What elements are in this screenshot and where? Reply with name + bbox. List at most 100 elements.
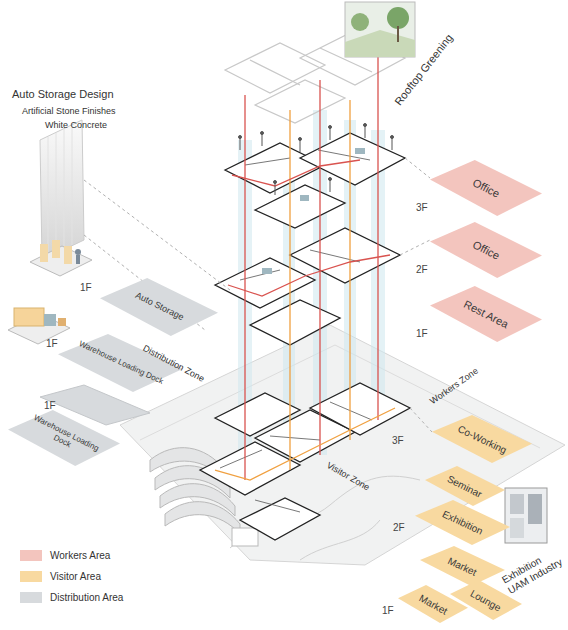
material-panel — [48, 125, 72, 256]
legend-swatch — [20, 550, 42, 561]
floor-label: 3F — [392, 435, 404, 446]
zone-name: Market — [446, 555, 478, 578]
legend-swatch — [20, 571, 42, 582]
circulation-lines — [319, 80, 320, 455]
annotation-label: White Concrete — [45, 120, 145, 130]
annotation-label: Auto Storage Design — [12, 88, 152, 101]
roof-pins — [329, 126, 332, 129]
roof-pins — [299, 138, 302, 141]
roof-pins — [364, 124, 367, 127]
storage-illustration — [64, 246, 72, 264]
zone-name: Co-Working — [456, 423, 508, 456]
band-body: Warehouse Loading Dock — [8, 410, 120, 466]
roof-pins — [274, 181, 277, 184]
worker-floor-plates — [355, 148, 365, 154]
circulation-lines — [232, 160, 360, 186]
band-shape — [432, 415, 532, 463]
distribution-buildings — [232, 528, 258, 546]
legend-text: Workers Area — [50, 550, 110, 561]
annotation-label: Artificial Stone Finishes — [22, 106, 152, 116]
worker-floor-plates — [215, 258, 315, 308]
leader-lines — [400, 240, 430, 255]
band-body: Exhibition — [415, 500, 510, 545]
rooftop-plates — [255, 80, 345, 123]
roof-pins — [391, 136, 394, 139]
circulation-lines — [215, 57, 395, 480]
roof-pins — [239, 124, 394, 196]
leader-lines — [84, 158, 432, 432]
worker-floor-plates — [300, 195, 309, 201]
floor-label: 1F — [382, 605, 394, 616]
floor-label: 1F — [46, 338, 58, 349]
band-shape — [100, 278, 218, 336]
circulation-lines — [228, 255, 390, 296]
worker-floor-plates — [215, 133, 405, 345]
zone-band: Seminar — [425, 466, 505, 506]
circulation-lines — [215, 408, 395, 480]
circulation-lines — [289, 110, 290, 470]
floor-label: 2F — [416, 264, 428, 275]
circulation-lines — [377, 57, 378, 420]
zone-band: Market — [420, 546, 505, 586]
storage-illustration — [75, 249, 81, 255]
zone-name: Lounge — [469, 587, 504, 613]
leader-lines — [84, 180, 230, 290]
visitor-floor-plates — [310, 383, 410, 435]
zone-name: Office — [471, 176, 502, 200]
band-body: Co-Working — [432, 415, 532, 463]
roof-pins — [329, 178, 332, 181]
band-body: Market — [420, 546, 505, 586]
truck-illustration — [58, 318, 66, 326]
storage-illustration — [30, 240, 92, 276]
roof-pins — [240, 126, 392, 195]
zone-name: Seminar — [446, 473, 484, 500]
worker-floor-plates — [300, 133, 405, 185]
band-shape — [430, 222, 542, 278]
floor-label: 1F — [80, 282, 92, 293]
band-shape — [430, 286, 542, 342]
rooftop-photo — [387, 7, 409, 29]
leader-lines — [405, 158, 430, 178]
exhibition-photo — [510, 518, 524, 538]
band-body: Rest Area — [430, 286, 542, 342]
zone-band: 3FCo-Working — [432, 415, 532, 463]
storage-illustration — [30, 246, 92, 276]
band-shape — [420, 546, 505, 586]
ground-plane — [120, 325, 565, 565]
storage-illustration — [76, 255, 80, 264]
ground-plane — [300, 520, 380, 560]
annotation-label: Exhibition UAM Industry — [500, 542, 568, 596]
rooftop-photo — [345, 2, 415, 57]
band-shape — [430, 160, 542, 216]
legend-row: Workers Area — [20, 550, 110, 561]
zone-band: 1FWarehouse Loading Dock — [8, 410, 120, 466]
storage-illustration — [52, 240, 60, 258]
rooftop-photo — [345, 30, 415, 57]
rooftop-photo — [351, 13, 369, 31]
band-body: Office — [430, 160, 542, 216]
rooftop-plates — [225, 43, 325, 93]
visitor-floor-plates — [215, 393, 300, 436]
distribution-buildings — [165, 502, 240, 534]
band-shape — [425, 466, 505, 506]
truck-illustration — [8, 308, 70, 344]
truck-illustration — [44, 314, 56, 326]
roof-pins — [239, 136, 242, 139]
legend-row: Visitor Area — [20, 571, 101, 582]
legend-text: Distribution Area — [50, 592, 123, 603]
legend-text: Visitor Area — [50, 571, 101, 582]
floor-label: 1F — [44, 400, 56, 411]
floor-label: 3F — [416, 202, 428, 213]
roof-pins — [261, 132, 264, 135]
zone-band: 2FExhibition — [415, 500, 510, 545]
zone-name: Market — [417, 592, 449, 616]
rooftop-photo — [345, 2, 415, 57]
zone-band: 3FOffice — [430, 160, 542, 216]
exhibition-photo — [510, 494, 524, 514]
band-body: Auto Storage — [100, 278, 218, 336]
zone-name: Auto Storage — [133, 291, 185, 323]
ground-plane — [120, 325, 565, 565]
zone-name: Rest Area — [462, 298, 511, 330]
zone-name: Warehouse Loading Dock — [20, 410, 108, 466]
